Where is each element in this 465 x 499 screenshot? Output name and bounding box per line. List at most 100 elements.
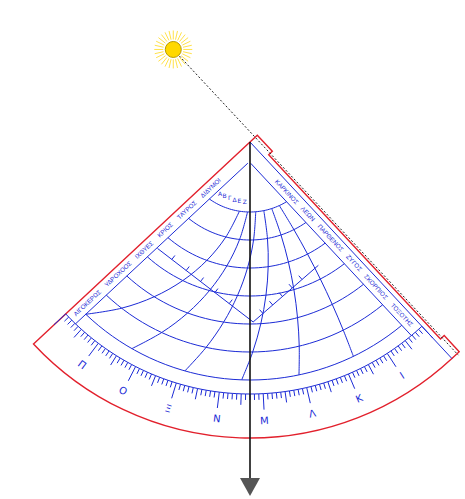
scale-tick [324, 383, 326, 389]
scale-tick [166, 380, 168, 386]
scale-tick [201, 389, 202, 395]
scale-tick [368, 365, 373, 375]
scale-tick [415, 332, 419, 337]
scale-tick [68, 320, 72, 324]
cursor-tick [201, 278, 204, 282]
scale-tick [172, 383, 177, 398]
hour-curve [185, 212, 256, 371]
degree-numeral: Ν [212, 413, 221, 424]
scale-tick [387, 353, 396, 366]
scale-tick [280, 392, 282, 398]
scale-tick [236, 394, 237, 400]
scale-tick [71, 323, 75, 327]
cursor-tick [215, 289, 218, 293]
cursor-tick [172, 255, 175, 259]
scale-tick [258, 394, 259, 400]
scale-tick [74, 329, 81, 337]
scale-tick [217, 392, 219, 408]
scale-tick [409, 338, 413, 343]
scale-tick [336, 379, 338, 385]
sun-ray [176, 31, 178, 40]
scale-tick [149, 374, 151, 380]
scale-tick [170, 382, 172, 388]
scale-tick [141, 370, 144, 375]
sun-ray [183, 49, 192, 50]
scale-tick [117, 358, 120, 363]
scale-tick [419, 329, 423, 333]
scale-tick [332, 380, 334, 386]
scale-tick [91, 341, 95, 346]
sun-ray [169, 59, 171, 68]
scale-tick [311, 387, 312, 393]
sun-ray [156, 54, 164, 58]
cursor-tick [269, 301, 272, 305]
sun-ray [155, 52, 164, 54]
scale-tick [380, 358, 383, 363]
scale-arc [66, 314, 422, 394]
scale-tick [271, 393, 273, 399]
scale-tick [183, 385, 185, 391]
scale-tick [276, 393, 278, 399]
cursor-tick [186, 267, 189, 271]
scale-tick [395, 348, 398, 353]
hour-curve [242, 211, 269, 380]
cursor-tick [289, 284, 292, 288]
sun-ray [173, 59, 174, 68]
declination-arc [127, 276, 364, 324]
scale-tick [402, 343, 406, 348]
strip-line [251, 163, 412, 335]
strip-line [76, 163, 248, 324]
scale-tick [263, 394, 265, 410]
sun-ray [183, 45, 192, 47]
scale-tick [227, 393, 229, 399]
scale-tick [188, 387, 189, 393]
cursor-tick [299, 276, 302, 280]
declination-arc [106, 295, 382, 352]
scale-tick [285, 392, 287, 403]
sun-ray [178, 58, 182, 66]
scale-tick [319, 384, 321, 390]
cursor-tick [279, 293, 282, 297]
scale-tick [398, 346, 402, 351]
sun-ray [165, 32, 169, 40]
scale-tick [89, 343, 99, 356]
scale-tick [195, 388, 197, 399]
scale-tick [245, 394, 246, 400]
scale-tick [302, 388, 303, 394]
hour-letter: Β [223, 193, 227, 199]
declination-arc [147, 257, 344, 296]
hour-letter: Ε [238, 198, 242, 204]
scale-tick [384, 356, 387, 361]
scale-tick [391, 351, 394, 356]
scale-tick [145, 372, 147, 377]
hour-curve [132, 212, 248, 349]
scale-tick [289, 391, 291, 397]
cursor-tick [229, 300, 232, 304]
scale-tick [328, 382, 331, 392]
scale-tick [344, 376, 346, 382]
scale-tick [376, 360, 379, 365]
sun-ray [169, 31, 171, 40]
degree-numeral: Μ [260, 415, 269, 425]
plumb-line [249, 142, 251, 478]
scale-tick [223, 393, 225, 399]
sight-line [179, 56, 458, 355]
scale-tick [162, 379, 164, 385]
scale-tick [84, 335, 88, 340]
scale-tick [372, 362, 375, 367]
scale-tick [315, 385, 317, 391]
hour-letter: Γ [228, 195, 231, 201]
scale-tick [54, 314, 66, 325]
scale-tick [102, 348, 105, 353]
scale-tick [209, 391, 211, 397]
scale-tick [151, 376, 155, 386]
sun-ray [182, 41, 190, 45]
quadrant-engraving [54, 142, 452, 410]
scale-tick [267, 393, 268, 399]
scale-tick [298, 389, 299, 395]
declination-arc [209, 199, 286, 212]
scale-tick [192, 388, 193, 394]
hour-letter: Ζ [243, 199, 247, 205]
scale-tick [412, 335, 416, 340]
